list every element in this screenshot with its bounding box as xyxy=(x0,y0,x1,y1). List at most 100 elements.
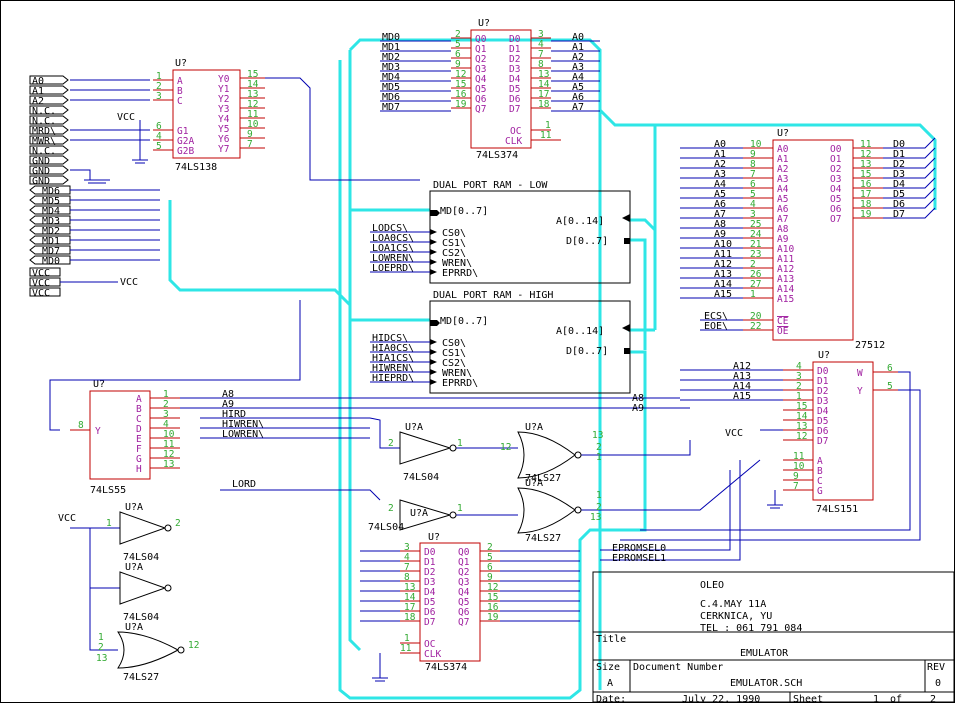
ramhi-pins-pin-2: CS2\ xyxy=(442,358,466,369)
ls374b-pins-rp-6: 16 xyxy=(487,602,499,613)
ls151-in-pin-1: 3 xyxy=(796,371,802,382)
ls374b-pins-rp-4: 12 xyxy=(487,582,498,593)
eprom-a-net-5: A5 xyxy=(714,189,726,200)
ls151-in-1: D1 xyxy=(817,376,829,387)
wire xyxy=(767,490,783,509)
md-port-label-1: MD5 xyxy=(42,196,60,207)
ls151-in-2: D2 xyxy=(817,386,828,397)
wire xyxy=(600,470,731,551)
eprom-a-pin-10: 21 xyxy=(750,239,762,250)
sp-inv-out-pin: 2 xyxy=(175,518,181,529)
ls374b-pins-rp-2: 6 xyxy=(487,562,493,573)
ls374b-pins-rp-0: 2 xyxy=(487,542,493,553)
ls138-in-pin-1: 2 xyxy=(156,81,162,92)
tb-size: A xyxy=(607,678,613,689)
ls374a-clk: CLK xyxy=(505,136,522,147)
ls374a-pins-r-1: D1 xyxy=(509,44,521,55)
eprom-o-5: O5 xyxy=(830,194,841,205)
ls151-in-pin-5: 14 xyxy=(796,411,808,422)
eprom-o-pin-1: 12 xyxy=(860,149,871,160)
port-label-7: N.C. xyxy=(32,146,56,157)
port-label-0: A0 xyxy=(32,76,44,87)
eprom-a-pin-12: 2 xyxy=(750,259,756,270)
ramlo-pins-pin-4: EPRRD\ xyxy=(442,268,478,279)
right-a9: A9 xyxy=(632,403,644,414)
ls374a-a-5: A5 xyxy=(572,82,584,93)
misc-labels: VCC VCC VCC EPROMSEL0 EPROMSEL1 A8 A9 xyxy=(117,112,743,564)
inv2-in-pin: 2 xyxy=(388,503,394,514)
ls138-g-pin-2: 5 xyxy=(156,141,162,152)
ls55-ref: U? xyxy=(93,379,105,390)
ls55-in-2: C xyxy=(136,414,142,425)
vcc-port-box xyxy=(29,277,61,287)
ls374a-a-7: A7 xyxy=(572,102,584,113)
port-box xyxy=(29,95,69,105)
eprom-a-10: A10 xyxy=(777,244,794,255)
ls374a-pins-l-0: Q0 xyxy=(475,34,487,45)
ram-pin-marker xyxy=(430,379,437,385)
ramlo-pins-net-2: LOA1CS\ xyxy=(372,243,414,254)
ls55-in-3: D xyxy=(136,424,142,435)
ls151-in-7: D7 xyxy=(817,436,828,447)
ramlo-pins-pin-0: CS0\ xyxy=(442,228,466,239)
ls374a-pins-l-2: Q2 xyxy=(475,54,486,65)
eprom-a-net-12: A12 xyxy=(714,259,732,270)
wire xyxy=(600,460,741,561)
eprom-a-net-9: A9 xyxy=(714,229,726,240)
ram-pin-marker xyxy=(430,249,437,255)
ls374a-pins-l-7: Q7 xyxy=(475,104,486,115)
wire xyxy=(70,169,110,184)
nor1-in-pin-1: 2 xyxy=(596,442,602,453)
spare-vcc: VCC xyxy=(58,513,76,524)
eprom-ctl-pin-0: 20 xyxy=(750,311,762,322)
ls151-in-pin-0: 4 xyxy=(796,361,802,372)
eprom-a-pin-7: 3 xyxy=(750,209,756,220)
ls374b-pins-l-7: D7 xyxy=(424,617,435,628)
ls55-out: Y xyxy=(95,426,101,437)
ls151-vcc: VCC xyxy=(725,428,743,439)
eprom-o-pin-7: 19 xyxy=(860,209,872,220)
eprom-d-net-1: D1 xyxy=(893,149,905,160)
title-block: OLEO C.4.MAY 11A CERKNICA, YU TEL : 061 … xyxy=(592,571,955,703)
ls374-top-ref: U? xyxy=(478,18,490,29)
md-port-box xyxy=(29,185,71,195)
ls374b-pins-rp-1: 5 xyxy=(487,552,493,563)
ramhi-pins-net-3: HIWREN\ xyxy=(372,363,414,374)
ram-pin-marker xyxy=(430,239,437,245)
ls138-out-pin-3: 12 xyxy=(247,99,258,110)
tb-docnum: EMULATOR.SCH xyxy=(730,678,802,689)
eprom-a-5: A5 xyxy=(777,194,788,205)
port-box xyxy=(29,145,69,155)
ls55-net-4: LOWREN\ xyxy=(222,429,264,440)
ls374b-pins-l-4: D4 xyxy=(424,587,436,598)
eprom-o-pin-4: 16 xyxy=(860,179,872,190)
ls138-out-pin-2: 13 xyxy=(247,89,258,100)
ls138-out-7: Y7 xyxy=(218,144,229,155)
ls374b-pins-lp-7: 18 xyxy=(404,612,416,623)
wire xyxy=(883,137,936,149)
eprom-o-4: O4 xyxy=(830,184,842,195)
ls374a-pins-lp-0: 2 xyxy=(455,29,461,40)
ls374a-oc-pin: 1 xyxy=(545,120,551,131)
sp-inv2-part: 74LS04 xyxy=(123,612,159,623)
eprom-a-6: A6 xyxy=(777,204,789,215)
tb-date: July 22, 1990 xyxy=(682,694,760,703)
port-label-6: MWR\ xyxy=(32,136,56,147)
ram-pin-marker xyxy=(430,369,437,375)
ls138-out-pin-5: 10 xyxy=(247,119,259,130)
ramlo-pins-net-0: LODCS\ xyxy=(372,223,408,234)
ramlo-pins-pin-1: CS1\ xyxy=(442,238,466,249)
ls138-in-pin-0: 1 xyxy=(156,71,162,82)
ls374a-pins-lp-6: 16 xyxy=(455,89,467,100)
ram-pin-marker xyxy=(430,259,437,265)
port-label-2: A2 xyxy=(32,96,44,107)
ls151-sel-pin-2: 9 xyxy=(793,471,799,482)
eprom-a-14: A14 xyxy=(777,284,794,295)
ls138-part: 74LS138 xyxy=(175,162,217,173)
eprom-a-pin-14: 27 xyxy=(750,279,761,290)
wire xyxy=(883,147,936,159)
eprom-o-pin-3: 15 xyxy=(860,169,871,180)
ls55-net-2: HIRD xyxy=(222,409,246,420)
